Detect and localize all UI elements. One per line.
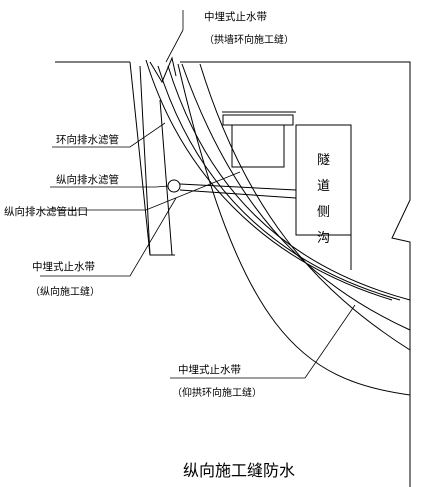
lining-outer-curve [145,59,393,301]
side-ditch-char-1: 隧 [317,152,330,168]
side-ditch [222,111,352,270]
side-ditch-top-block [222,114,294,126]
label-bottom-waterstop: 中埋式止水带 [178,363,241,376]
lining-inner-curve [181,63,411,331]
longitudinal-drain [167,179,297,199]
wall-joint-lines [139,65,173,256]
side-ditch-char-4: 沟 [317,231,330,246]
tunnel-lining [145,59,411,396]
label-top-waterstop: 中埋式止水带 [204,10,267,23]
leader-lines [40,10,356,379]
label-long-drain-outlet: 纵向排水滤管出口 [4,205,88,218]
lining-third-curve [167,65,411,301]
side-ditch-char-3: 侧 [317,205,330,220]
diagram-title: 纵向施工缝防水 [183,461,295,480]
side-ditch-opening [231,124,285,168]
side-ditch-box [295,124,352,236]
label-ring-drain: 环向排水滤管 [56,133,119,146]
drain-pipe-circle [167,179,181,193]
label-mid-waterstop-note: （纵向施工缝） [30,285,100,298]
label-long-drain: 纵向排水滤管 [56,173,119,186]
lining-inner-curve-2 [199,63,411,351]
side-ditch-char-2: 道 [317,179,330,194]
label-mid-waterstop: 中埋式止水带 [32,260,95,273]
label-top-waterstop-note: （拱墙环向施工缝） [204,33,294,46]
side-ditch-label: 隧 道 侧 沟 [317,152,330,246]
top-waterstop-notch [149,56,177,84]
label-bottom-waterstop-note: （仰拱环向施工缝） [172,386,262,399]
lining-innermost-curve [177,63,411,396]
lining-second-curve [157,65,401,301]
